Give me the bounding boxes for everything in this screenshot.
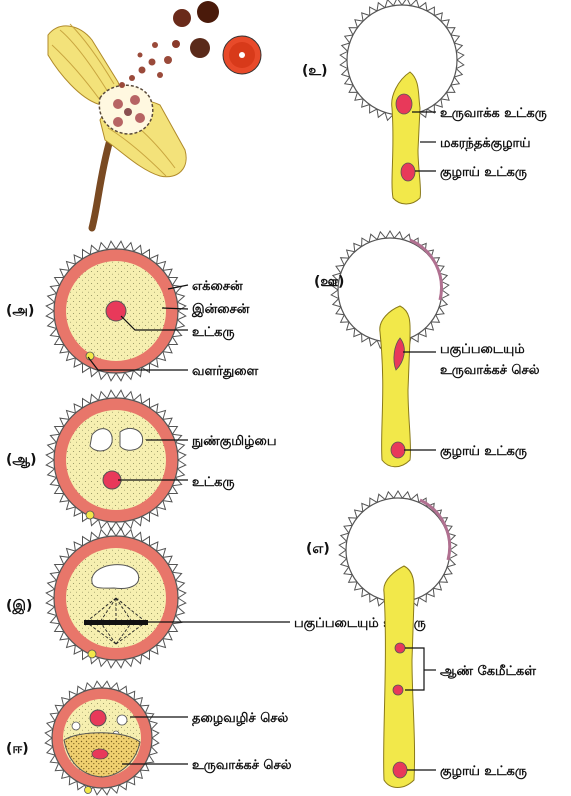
tube-nucleus-label-e: குழாய் உட்கரு	[440, 764, 527, 779]
tube-nucleus	[90, 710, 106, 726]
vacuole	[120, 428, 143, 450]
male-gamete	[393, 685, 403, 695]
nucleus-label-a: உட்கரு	[192, 325, 235, 340]
anther-illustration	[48, 1, 261, 228]
male-gamete	[395, 643, 405, 653]
germ-pore-label: வளர்துளை	[192, 364, 259, 379]
tube-nucleus	[391, 442, 405, 458]
filament	[92, 140, 110, 228]
exine-label: எக்சைன்	[192, 279, 243, 294]
male-gametes-label: ஆண் கேமீட்கள்	[440, 663, 536, 679]
stage-i-pollen	[54, 536, 178, 660]
tube-nucleus-label-u: குழாய் உட்கரு	[440, 165, 527, 180]
pollen-tube	[392, 72, 421, 204]
germ-pore	[88, 650, 96, 658]
generative-cell-label-ii: உருவாக்கச் செல்	[192, 758, 292, 773]
stage-e-label: (எ)	[306, 541, 330, 557]
stage-aa-pollen	[54, 398, 178, 522]
tube-cell-label: தழைவழிச் செல்	[192, 711, 289, 726]
generative-nucleus	[396, 94, 412, 114]
vacuole-label: நுண்குமிழ்பை	[191, 434, 277, 449]
pollen-tube-label: மகரந்தக்குழாய்	[440, 136, 531, 151]
stage-i-label: (இ)	[6, 598, 32, 614]
stage-uu-label: (ஊ)	[314, 274, 344, 290]
stage-a-label: (அ)	[6, 303, 34, 319]
stage-u-label: (உ)	[302, 63, 328, 79]
metaphase-plate	[84, 620, 148, 625]
pollen-tube	[384, 566, 415, 788]
tube-nucleus	[393, 762, 407, 778]
stage-a-pollen	[54, 249, 178, 373]
nucleus-label-aa: உட்கரு	[192, 475, 235, 490]
stage-ii-label: (ஈ)	[6, 741, 29, 757]
stage-aa-label: (ஆ)	[6, 452, 37, 468]
stage-ii-pollen	[52, 688, 152, 794]
intine-label: இன்சைன்	[191, 302, 250, 317]
released-pollen-grains	[119, 1, 219, 88]
generative-nucleus-label: உருவாக்க உட்கரு	[440, 106, 547, 121]
tube-nucleus-label-uu: குழாய் உட்கரு	[440, 444, 527, 459]
dividing-generative-label-2: உருவாக்கச் செல்	[440, 363, 540, 378]
dividing-generative-label: பகுப்படையும்	[440, 342, 525, 357]
stage-e-pollen	[346, 498, 450, 788]
tube-nucleus	[401, 163, 415, 181]
mature-pollen-grain	[223, 36, 261, 74]
germ-pore	[86, 511, 94, 519]
